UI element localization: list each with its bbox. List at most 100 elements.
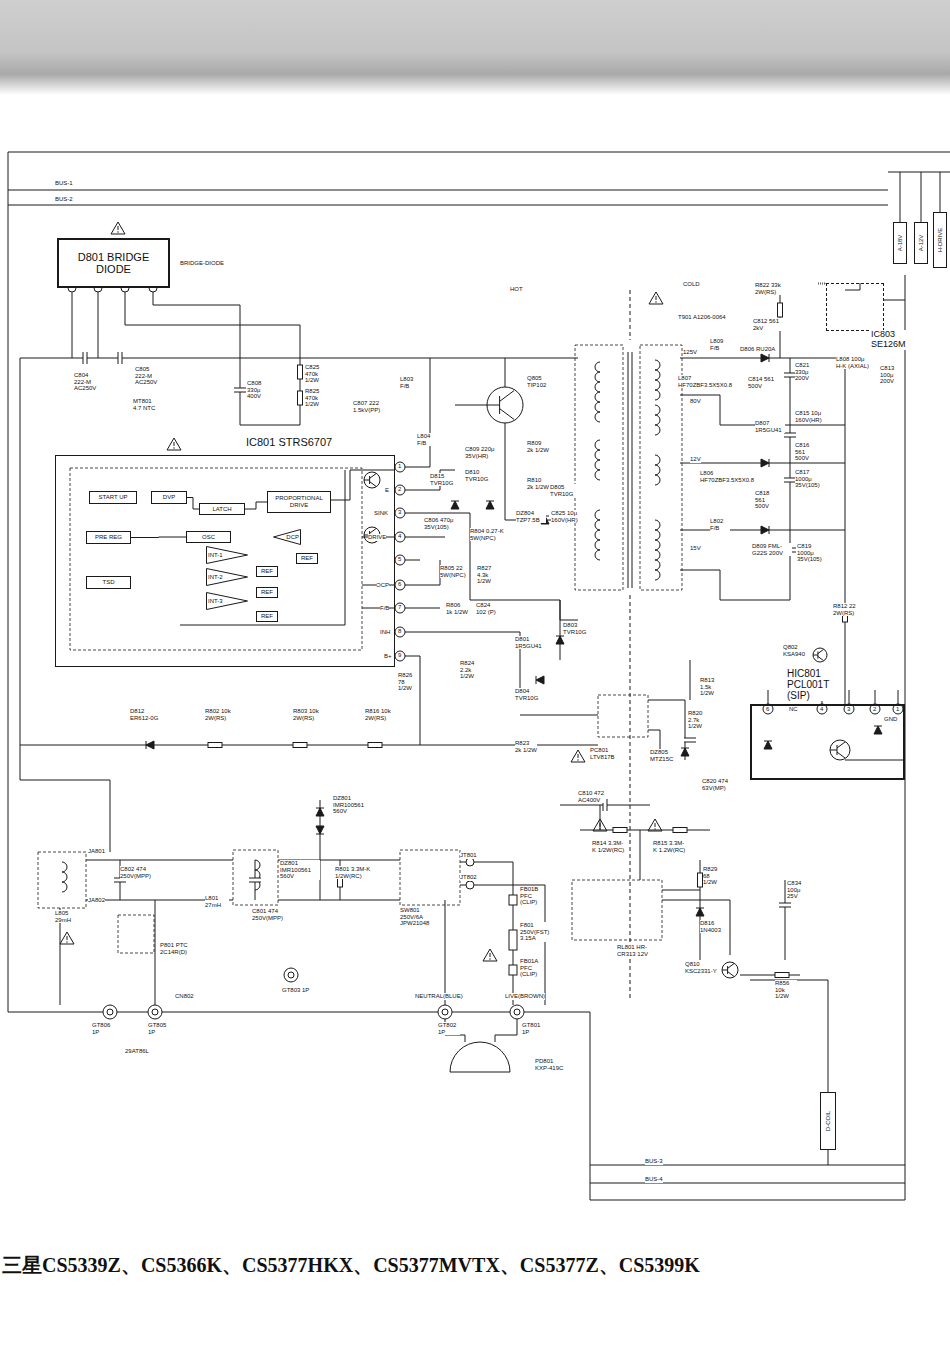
dashed-box: [818, 283, 826, 284]
warning-triangle: [167, 438, 181, 450]
part-label: FB01A PFC (CLIP): [520, 958, 544, 978]
part-label: L804 F/B: [417, 433, 437, 446]
coil-symbol: [655, 560, 660, 580]
block-label: REF: [261, 613, 273, 620]
terminal-circle: [395, 555, 405, 565]
warning-mark: [67, 936, 68, 940]
amplifier-triangle: INT-1: [206, 546, 248, 564]
bus-connector-box: D-COIL: [820, 1092, 836, 1150]
part-label: C801 474 250V(MPP): [252, 908, 284, 921]
wire: [921, 172, 922, 222]
part-label: 12V: [690, 456, 701, 463]
wire: [845, 760, 905, 761]
block-label: A-12V: [918, 235, 925, 252]
wire: [505, 358, 506, 387]
wire: [240, 358, 300, 425]
component-box: IC801 STRS6707START UPDVPLATCHPROPORTION…: [55, 455, 395, 667]
component-box: OSC: [186, 531, 231, 543]
diode-symbol: [761, 459, 769, 467]
wire: [405, 537, 445, 538]
diode-symbol: [764, 741, 772, 749]
wire: [460, 885, 545, 1005]
part-label: C821 330μ 200V: [795, 362, 819, 382]
ferrite-bead: [509, 895, 517, 905]
transistor-symbol: [830, 742, 845, 758]
part-label: D804 TVR10G: [515, 688, 545, 701]
part-label: R813 1.5k 1/2W: [700, 677, 722, 697]
block-label: LATCH: [212, 506, 231, 513]
wire: [98, 292, 99, 358]
diode-symbol: [316, 808, 324, 816]
part-label: NC: [789, 706, 798, 713]
warning-triangle: [60, 932, 74, 944]
transistor-body: [722, 962, 738, 978]
block-label: REF: [261, 589, 273, 596]
part-label: DRIVE: [368, 534, 386, 541]
part-label: HOT: [510, 286, 523, 293]
wire: [849, 690, 850, 704]
block-label: TSD: [103, 579, 115, 586]
part-label: 4: [820, 706, 823, 713]
wire: [20, 358, 578, 359]
capacitor-symbol: [118, 352, 122, 364]
terminal-circle: [148, 1005, 162, 1019]
part-label: 3: [398, 509, 401, 516]
coil-symbol: [655, 360, 660, 400]
part-label: R825 470k 1/2W: [305, 388, 329, 408]
capacitor-gap: [249, 878, 261, 882]
part-label: LIVE(BROWN): [505, 993, 545, 1000]
part-label: L801 27mH: [205, 895, 229, 908]
wire: [590, 1165, 905, 1166]
part-label: Q805 TIP102: [527, 375, 555, 388]
terminal-circle: [395, 485, 405, 495]
part-label: R806 1k 1/2W: [446, 602, 468, 615]
bus-connector-box: A-12V: [914, 222, 928, 264]
block-label: PRE REG: [95, 534, 122, 541]
resistor-symbol: [613, 828, 627, 833]
terminal-circle: [395, 580, 405, 590]
part-label: D810 TVR10G: [465, 469, 493, 482]
signal-connector: [245, 502, 267, 509]
part-label: 80V: [690, 398, 701, 405]
component-box: IC803 SE126M: [826, 283, 884, 331]
part-label: D801 1R5GU41: [515, 636, 545, 649]
block-label: OSC: [202, 534, 215, 541]
part-label: 6: [398, 581, 401, 588]
wire: [884, 300, 905, 301]
part-label: C807 222 1.5kV(PP): [353, 400, 393, 413]
part-label: L803 F/B: [400, 376, 420, 389]
terminal-core: [152, 1009, 158, 1015]
wire: [125, 292, 300, 358]
wire: [153, 292, 240, 358]
part-label: C814 561 500V: [748, 376, 776, 389]
part-label: D816 1N4003: [700, 920, 728, 933]
warning-mark: [490, 953, 491, 957]
wire: [940, 172, 941, 212]
part-label: R856 10k 1/2W: [775, 980, 797, 1000]
block-label: REF: [261, 568, 273, 575]
wire: [405, 560, 420, 561]
wire: [72, 292, 73, 358]
component-box: LATCH: [199, 503, 245, 515]
coil-symbol: [655, 405, 660, 435]
part-label: C825 10μ 160V(HR): [551, 510, 585, 523]
block-label: START UP: [98, 494, 127, 501]
plug-symbol: [450, 1042, 510, 1072]
part-label: F/B: [380, 605, 389, 612]
part-label: INH: [380, 629, 390, 636]
terminal-circle: [395, 651, 405, 661]
warning-dot: [66, 941, 67, 942]
part-label: R815 3.3M-K 1.2W(RC): [653, 840, 687, 853]
wire: [600, 805, 601, 830]
ferrite-bead: [509, 965, 517, 975]
resistor-symbol: [298, 365, 303, 379]
dashed-box: [400, 850, 460, 905]
part-label: R814 3.3M-K 1/2W(RC): [592, 840, 626, 853]
part-label: RL801 HR-CR313 12V: [617, 944, 651, 957]
part-label: D812 ER612-0G: [130, 708, 160, 721]
terminal-core: [107, 1009, 113, 1015]
part-label: R801 3.3M-K 1/2W(RC): [335, 866, 373, 879]
wire: [405, 358, 430, 467]
wire: [662, 900, 730, 955]
part-label: D805 TVR10G: [550, 484, 578, 497]
